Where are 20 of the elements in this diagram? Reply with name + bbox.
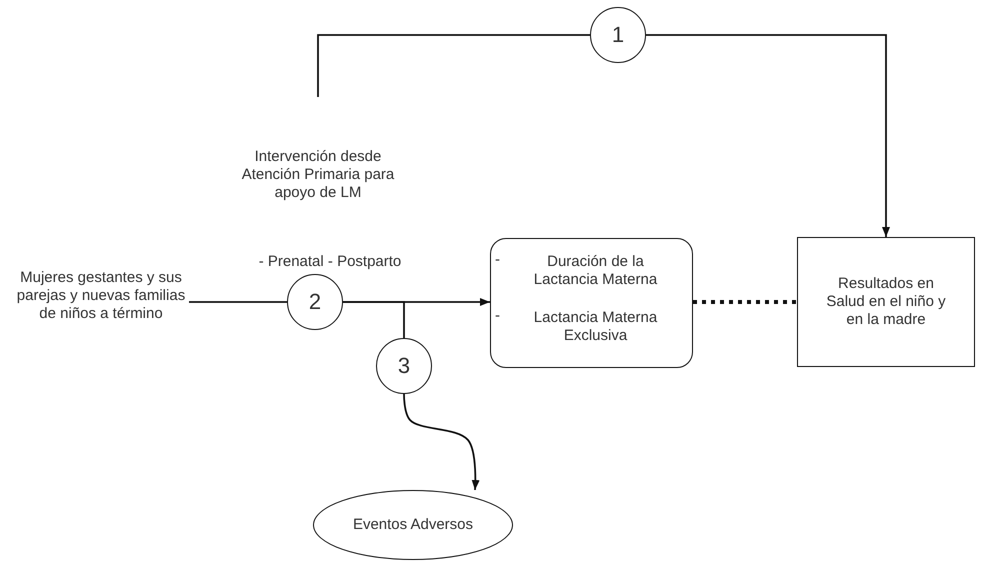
outcome-text: Lactancia Materna Exclusiva <box>532 309 658 345</box>
connector-line <box>646 34 890 237</box>
health-outcome-box <box>797 237 975 367</box>
connector-line <box>403 394 480 490</box>
intervention-text: Intervención desde Atención Primaria para apoyo de LM <box>240 148 396 202</box>
connector-line <box>693 300 797 304</box>
intermediate-outcome-box <box>490 238 693 368</box>
node-text: Mujeres gestantes y sus parejas y nuevas familias de niños a término <box>16 269 186 323</box>
node-text: Resultados en Salud en el niño y en la madre <box>825 275 947 329</box>
question-number: 1 <box>612 22 624 48</box>
connector-line <box>317 34 590 97</box>
question-number: 3 <box>398 352 410 380</box>
question-number: 2 <box>308 288 322 316</box>
node-text: Eventos Adversos <box>352 516 474 534</box>
connector-line <box>189 301 287 303</box>
connector-line <box>343 301 405 338</box>
outcome-text: Duración de la Lactancia Materna <box>532 253 658 289</box>
bullet: - <box>495 251 500 269</box>
bullet: - <box>495 307 500 325</box>
intervention-phases-text: - Prenatal - Postparto <box>258 253 402 271</box>
